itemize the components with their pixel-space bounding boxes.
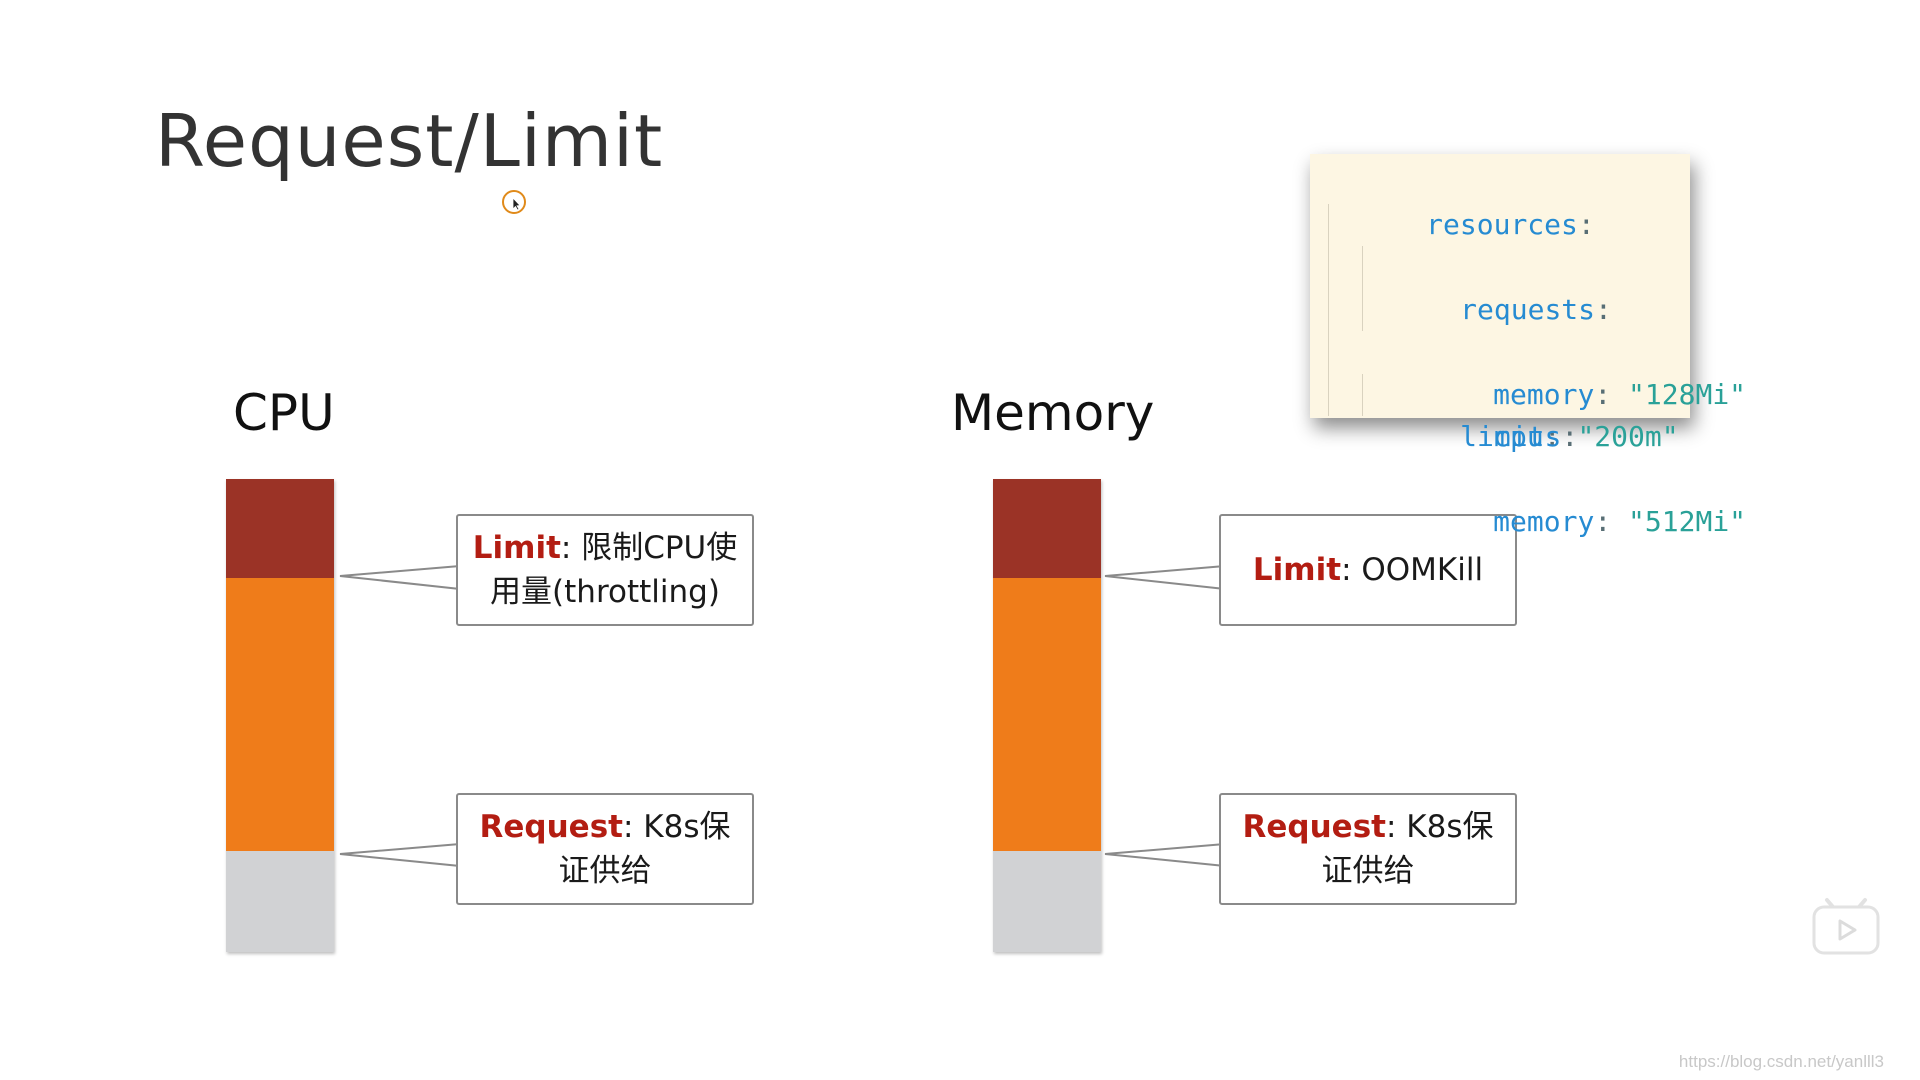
cpu-request-text: Request: K8s保证供给 xyxy=(468,805,742,893)
code-line-resources: resources: xyxy=(1426,207,1595,241)
code-value-cpu-request: "200m" xyxy=(1577,420,1679,453)
code-key-limits: limits xyxy=(1460,420,1562,453)
memory-request-segment xyxy=(993,578,1101,851)
page-title: Request/Limit xyxy=(155,99,664,183)
memory-request-pointer xyxy=(1104,842,1226,868)
code-key-memory: memory xyxy=(1493,505,1595,538)
memory-limit-segment xyxy=(993,479,1101,578)
indent-guide xyxy=(1328,288,1329,331)
cpu-request-keyword: Request xyxy=(479,809,623,845)
code-key-requests: requests xyxy=(1460,292,1596,326)
indent-guide xyxy=(1362,288,1363,331)
cpu-limit-keyword: Limit xyxy=(472,530,561,566)
memory-limit-description: : OOMKill xyxy=(1341,552,1484,588)
memory-request-text: Request: K8s保证供给 xyxy=(1231,805,1505,893)
code-line-cpu-request: cpu: "200m" xyxy=(1310,288,1690,453)
cpu-limit-callout: Limit: 限制CPU使用量(throttling) xyxy=(456,514,754,626)
code-key-cpu: cpu xyxy=(1493,420,1544,453)
indent-guide xyxy=(1328,373,1329,416)
code-key-memory: memory xyxy=(1493,377,1595,411)
cpu-limit-pointer xyxy=(339,564,461,591)
yaml-code-card: resources: requests: memory: "128Mi" cpu… xyxy=(1310,154,1746,538)
code-line-memory-limit: memory: "512Mi" xyxy=(1310,373,1746,538)
memory-limit-callout: Limit: OOMKill xyxy=(1219,514,1517,626)
memory-base-segment xyxy=(993,851,1101,952)
cpu-request-description: : K8s保证供给 xyxy=(558,809,731,889)
memory-label: Memory xyxy=(951,384,1155,442)
cpu-limit-text: Limit: 限制CPU使用量(throttling) xyxy=(468,526,742,614)
memory-bar xyxy=(993,479,1101,952)
watermark: https://blog.csdn.net/yanlll3 xyxy=(1678,1052,1884,1071)
cpu-request-pointer xyxy=(339,842,461,868)
memory-limit-pointer xyxy=(1104,564,1226,591)
memory-request-callout: Request: K8s保证供给 xyxy=(1219,793,1517,905)
cpu-limit-segment xyxy=(226,479,334,578)
memory-limit-text: Limit: OOMKill xyxy=(1253,548,1483,592)
cpu-label: CPU xyxy=(233,384,335,442)
indent-guide xyxy=(1328,203,1329,246)
code-value-memory-request: "128Mi" xyxy=(1628,377,1747,411)
cpu-bar xyxy=(226,479,334,952)
code-key-resources: resources xyxy=(1426,207,1578,241)
video-player-icon[interactable] xyxy=(1811,897,1881,957)
cpu-request-callout: Request: K8s保证供给 xyxy=(456,793,754,905)
code-line-memory-request: memory: "128Mi" xyxy=(1310,246,1746,411)
cpu-limit-description: : 限制CPU使用量(throttling) xyxy=(490,530,738,610)
indent-guide xyxy=(1328,246,1329,289)
mouse-cursor-icon xyxy=(502,190,526,214)
code-line-limits: limits: xyxy=(1310,331,1690,453)
indent-guide xyxy=(1328,331,1329,374)
indent-guide xyxy=(1362,246,1363,289)
cpu-request-segment xyxy=(226,578,334,851)
memory-limit-keyword: Limit xyxy=(1252,552,1342,588)
cpu-base-segment xyxy=(226,851,334,952)
indent-guide xyxy=(1362,373,1363,416)
code-line-requests: requests: xyxy=(1310,203,1690,326)
code-value-memory-limit: "512Mi" xyxy=(1628,505,1747,538)
memory-request-keyword: Request xyxy=(1242,809,1386,845)
memory-request-description: : K8s保证供给 xyxy=(1321,809,1494,889)
